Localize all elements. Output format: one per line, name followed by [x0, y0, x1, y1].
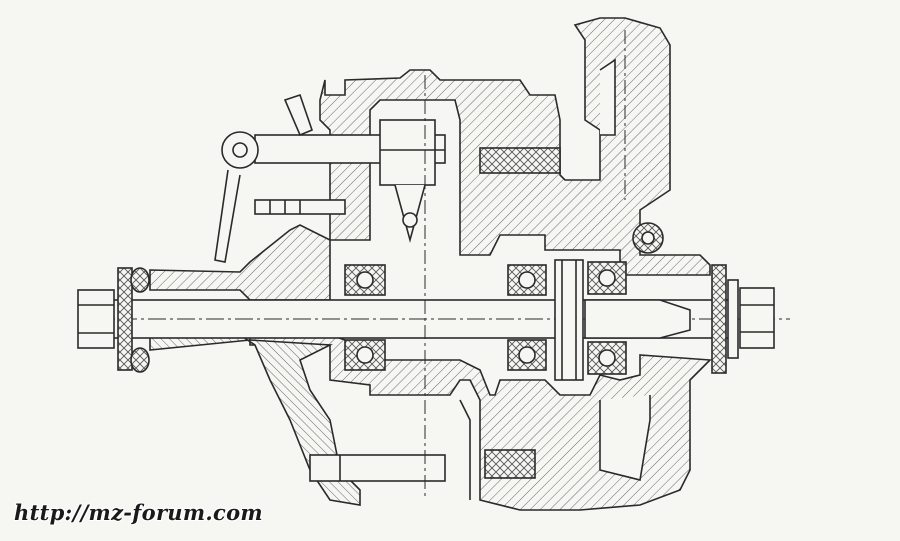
bearing-right-upper [587, 261, 627, 295]
lower-stud [309, 454, 446, 482]
inner-sleeve [584, 299, 691, 339]
right-nut [739, 287, 775, 349]
left-washer [117, 267, 133, 371]
bearing-right-lower [587, 341, 627, 375]
left-nut [77, 289, 115, 349]
bearing-mid-upper [507, 264, 547, 296]
gear-upper [479, 147, 561, 174]
bearing-mid-lower [507, 339, 547, 371]
bearing-left-lower [344, 339, 386, 371]
gear-lower [484, 449, 536, 479]
hub [554, 259, 584, 381]
left-neck [149, 224, 331, 301]
bearing-left-upper [344, 264, 386, 296]
housing-lower [249, 334, 712, 511]
left-neck-lower [149, 334, 361, 506]
watermark-url: http://mz-forum.com [14, 500, 263, 525]
right-washer [711, 264, 727, 374]
